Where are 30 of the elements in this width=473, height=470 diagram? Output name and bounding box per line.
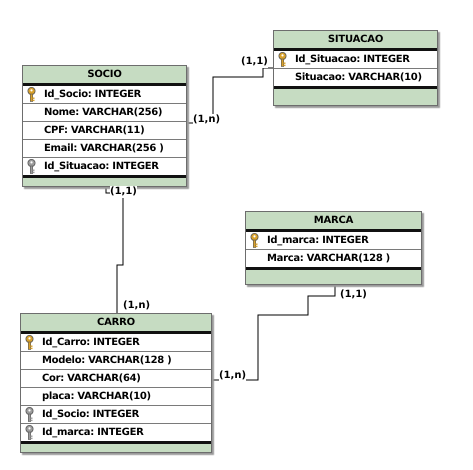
field-label: Id_Socio: INTEGER	[42, 408, 140, 422]
field-label: CPF: VARCHAR(11)	[44, 124, 144, 138]
entity-table	[273, 30, 438, 106]
cardinality-label: (1,n)	[219, 370, 246, 382]
field-label: Marca: VARCHAR(128 )	[267, 252, 390, 266]
entity-table	[245, 211, 422, 285]
field-label: Email: VARCHAR(256 )	[44, 142, 164, 156]
field-label: Id_Situacao: INTEGER	[295, 53, 410, 67]
field-label: Situacao: VARCHAR(10)	[295, 71, 422, 85]
field-label: placa: VARCHAR(10)	[42, 390, 151, 404]
table-header: SOCIO	[23, 66, 186, 86]
entity-table	[22, 65, 187, 187]
cardinality-label: (1,1)	[110, 186, 137, 198]
field-label: Id_Carro: INTEGER	[42, 336, 140, 350]
table-header: SITUACAO	[274, 31, 437, 51]
field-label: Id_marca: INTEGER	[267, 234, 369, 248]
table-header: MARCA	[246, 212, 421, 232]
cardinality-label: (1,n)	[193, 114, 220, 126]
table-header: CARRO	[21, 314, 211, 334]
field-label: Id_Situacao: INTEGER	[44, 160, 159, 174]
field-label: Id_Socio: INTEGER	[44, 88, 142, 102]
field-label: Nome: VARCHAR(256)	[44, 106, 162, 120]
entity-table	[20, 313, 212, 453]
field-label: Cor: VARCHAR(64)	[42, 372, 141, 386]
cardinality-label: (1,1)	[340, 289, 367, 301]
cardinality-label: (1,n)	[123, 300, 150, 312]
relationship-line	[106, 186, 124, 314]
cardinality-label: (1,1)	[241, 56, 268, 68]
field-label: Id_marca: INTEGER	[42, 426, 144, 440]
field-label: Modelo: VARCHAR(128 )	[42, 354, 172, 368]
